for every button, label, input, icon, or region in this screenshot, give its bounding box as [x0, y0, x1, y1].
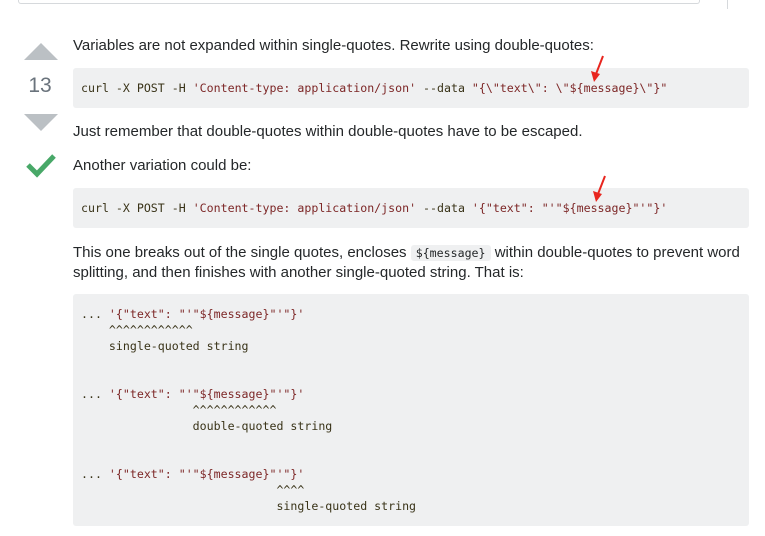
code-header-string: 'Content-type: application/json': [192, 81, 417, 95]
code-header-string: 'Content-type: application/json': [192, 201, 417, 215]
explanation-after: within double-quotes to prevent word spl…: [73, 244, 740, 281]
breakdown-carets: ^^^^: [81, 483, 305, 497]
breakdown-prefix: ...: [81, 387, 109, 401]
code-cmd: curl -X POST -H: [81, 81, 193, 95]
code-block-breakdown: ... '{"text": "'"${message}"'"}' ^^^^^^^…: [73, 294, 749, 526]
paragraph-explanation: This one breaks out of the single quotes…: [73, 243, 749, 282]
code-cmd: curl -X POST -H: [81, 201, 193, 215]
breakdown-prefix: ...: [81, 467, 109, 481]
accepted-checkmark-icon: [26, 154, 56, 178]
top-divider: [727, 0, 728, 9]
breakdown-string: '{"text": "'"${message}"'"}': [108, 307, 305, 321]
breakdown-prefix: ...: [81, 307, 109, 321]
code-data-flag: --data: [416, 81, 472, 95]
explanation-before: This one breaks out of the single quotes…: [73, 244, 411, 261]
code-block-variation: curl -X POST -H 'Content-type: applicati…: [73, 188, 749, 228]
vote-count: 13: [28, 74, 52, 97]
breakdown-carets: ^^^^^^^^^^^^: [81, 323, 193, 337]
inline-code-message: ${message}: [410, 245, 491, 261]
breakdown-string: '{"text": "'"${message}"'"}': [108, 467, 305, 481]
breakdown-string: '{"text": "'"${message}"'"}': [108, 387, 305, 401]
code-data-string: '{"text": "'"${message}"'"}': [471, 201, 668, 215]
previous-post-box: [18, 0, 700, 4]
paragraph-escape-note: Just remember that double-quotes within …: [73, 123, 583, 140]
annotation-arrow-icon: [593, 175, 606, 202]
breakdown-label: single-quoted string: [81, 339, 249, 353]
paragraph-variation: Another variation could be:: [73, 157, 252, 174]
paragraph-intro: Variables are not expanded within single…: [73, 37, 594, 54]
upvote-arrow-icon[interactable]: [24, 43, 58, 60]
breakdown-label: single-quoted string: [81, 499, 417, 513]
code-data-flag: --data: [416, 201, 472, 215]
downvote-arrow-icon[interactable]: [24, 114, 58, 131]
code-data-string: "{\"text\": \"${message}\"}": [471, 81, 668, 95]
annotation-arrow-icon: [591, 55, 604, 82]
breakdown-carets: ^^^^^^^^^^^^: [81, 403, 277, 417]
breakdown-label: double-quoted string: [81, 419, 333, 433]
code-block-double-quotes: curl -X POST -H 'Content-type: applicati…: [73, 68, 749, 108]
